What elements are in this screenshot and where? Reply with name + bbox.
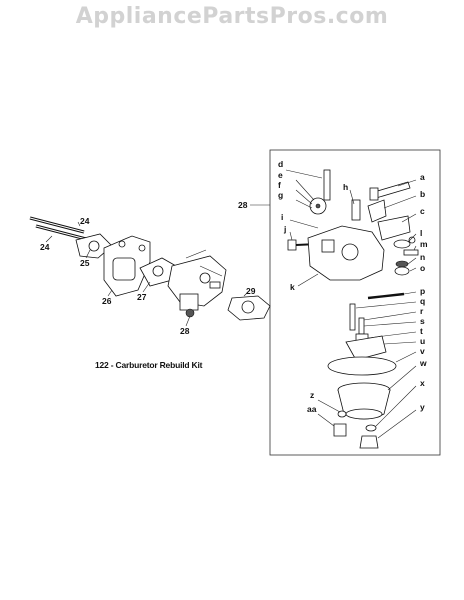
carburetor-28 — [167, 249, 227, 318]
label-28-left: 28 — [180, 326, 190, 336]
label-m: m — [420, 239, 428, 249]
label-q: q — [420, 296, 425, 306]
label-h: h — [343, 182, 348, 192]
label-v: v — [420, 346, 425, 356]
label-aa: aa — [307, 404, 317, 414]
label-29: 29 — [246, 286, 256, 296]
part-c — [377, 215, 411, 241]
label-c: c — [420, 206, 425, 216]
diagram-caption: 122 - Carburetor Rebuild Kit — [95, 360, 203, 370]
label-g: g — [278, 190, 283, 200]
label-x: x — [420, 378, 425, 388]
label-e: e — [278, 170, 283, 180]
label-24a: 24 — [80, 216, 90, 226]
part-b — [367, 199, 387, 223]
label-d: d — [278, 159, 283, 169]
part-d-shaft — [323, 169, 331, 201]
label-o: o — [420, 263, 425, 273]
part-u-float — [345, 335, 387, 361]
label-u: u — [420, 336, 425, 346]
label-27: 27 — [137, 292, 147, 302]
label-a: a — [420, 172, 425, 182]
label-l: l — [420, 228, 422, 238]
label-i: i — [281, 212, 283, 222]
label-k: k — [290, 282, 295, 292]
label-n: n — [420, 252, 425, 262]
detail-frame — [269, 149, 441, 456]
stud-bolts — [29, 216, 91, 242]
label-b: b — [420, 189, 425, 199]
label-p: p — [420, 286, 425, 296]
label-j: j — [283, 224, 286, 234]
part-h — [351, 199, 361, 221]
part-a-choke-shaft — [373, 181, 411, 199]
label-t: t — [420, 326, 423, 336]
label-r: r — [420, 306, 424, 316]
label-z: z — [310, 390, 314, 400]
label-25: 25 — [80, 258, 90, 268]
label-y: y — [420, 402, 425, 412]
part-v-ring — [327, 356, 397, 376]
site-watermark: AppliancePartsPros.com — [75, 4, 389, 29]
label-26: 26 — [102, 296, 112, 306]
label-s: s — [420, 316, 425, 326]
label-f: f — [278, 180, 281, 190]
label-24b: 24 — [40, 242, 50, 252]
label-28-callout: 28 — [238, 200, 248, 210]
label-w: w — [419, 358, 427, 368]
